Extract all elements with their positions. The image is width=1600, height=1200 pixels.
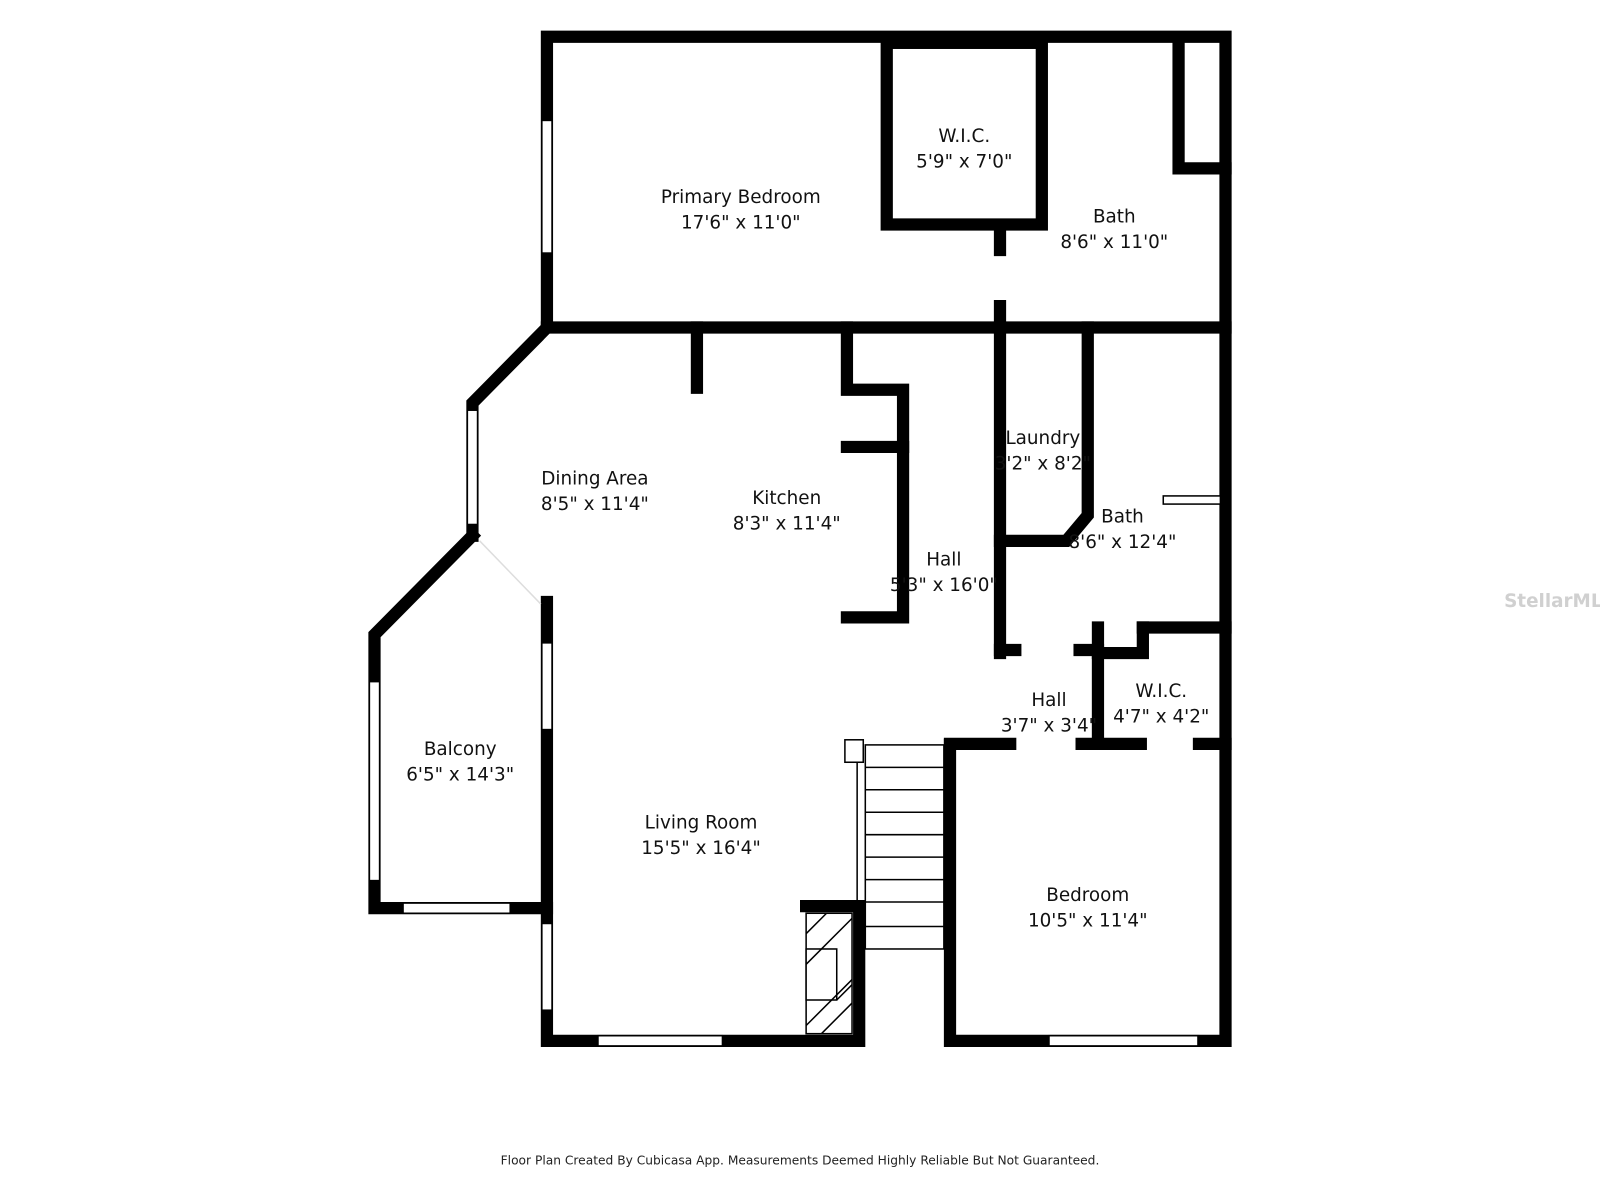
room-size: 8'6" x 12'4" xyxy=(1068,532,1176,553)
room-size: 6'5" x 14'3" xyxy=(406,765,514,786)
room-name: W.I.C. xyxy=(1135,681,1187,702)
room-name: Living Room xyxy=(645,813,758,834)
room-size: 5'3" x 16'0" xyxy=(890,575,998,596)
room-labels: Primary Bedroom 17'6" x 11'0" W.I.C. 5'9… xyxy=(406,126,1209,932)
room-name: Dining Area xyxy=(541,469,648,490)
room-size: 4'7" x 4'2" xyxy=(1113,706,1209,727)
room-name: W.I.C. xyxy=(938,126,990,147)
room-name: Bedroom xyxy=(1046,885,1129,906)
room-name: Kitchen xyxy=(752,488,821,509)
room-name: Hall xyxy=(1031,690,1066,711)
room-name: Bath xyxy=(1101,506,1144,527)
fireplace xyxy=(805,912,853,1035)
room-size: 8'6" x 11'0" xyxy=(1060,232,1168,253)
room-size: 17'6" x 11'0" xyxy=(681,213,801,234)
room-size: 8'3" x 11'4" xyxy=(733,514,841,535)
watermark: StellarMLS xyxy=(1504,591,1600,612)
room-size: 15'5" x 16'4" xyxy=(641,838,761,859)
room-name: Bath xyxy=(1093,206,1136,227)
stairs xyxy=(844,739,945,950)
room-name: Balcony xyxy=(424,739,497,760)
room-name: Primary Bedroom xyxy=(661,187,821,208)
windows xyxy=(368,119,1222,1047)
room-name: Hall xyxy=(926,549,961,570)
room-size: 10'5" x 11'4" xyxy=(1028,911,1148,932)
room-size: 3'7" x 3'4" xyxy=(1001,716,1097,737)
room-size: 3'2" x 8'2" xyxy=(995,453,1091,474)
room-size: 8'5" x 11'4" xyxy=(541,494,649,515)
room-size: 5'9" x 7'0" xyxy=(916,151,1012,172)
room-name: Laundry xyxy=(1005,428,1080,449)
footer-note: Floor Plan Created By Cubicasa App. Meas… xyxy=(501,1153,1100,1167)
